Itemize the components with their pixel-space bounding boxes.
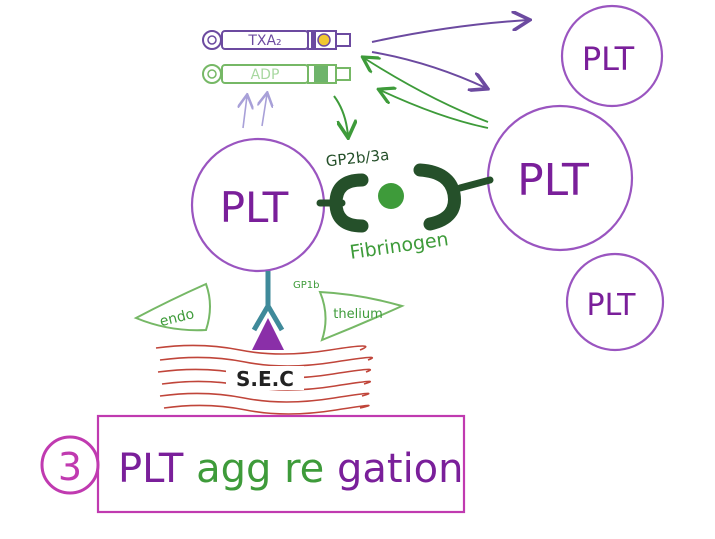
gp1b-label: GP1b (293, 280, 320, 291)
platelet-main-label: PLT (220, 183, 289, 232)
arrow-adp-to-gp2b3a (333, 95, 348, 136)
arrow-txa2-to-right-plt (371, 51, 486, 88)
adp-tube: ADP (202, 64, 351, 84)
endothelium-left: endo (133, 282, 211, 332)
sec-layer: S.E.C (155, 344, 374, 415)
gp2b3a-label: GP2b/3a (325, 146, 390, 171)
fibrinogen-label: Fibrinogen (348, 228, 450, 264)
step-three-caption: 3 PLT agg re gation (40, 414, 466, 514)
step-caption: PLT agg re gation (118, 446, 464, 492)
gp1b-receptor: GP1b (251, 271, 320, 350)
endothelium-right-label: thelium (333, 307, 382, 322)
step-number: 3 (58, 445, 82, 489)
step-box (96, 414, 466, 514)
platelet-bottom-right-circle (565, 252, 665, 352)
endothelium-left-label: endo (158, 306, 196, 330)
endothelium-right: thelium (318, 290, 405, 342)
endothelium-left-shape (133, 282, 211, 332)
sec-label: S.E.C (236, 367, 294, 391)
fibrinogen-bridge: GP2b/3a Fibrinogen (316, 146, 494, 264)
txa2-yellow-mark (317, 33, 331, 47)
sec-label-backdrop (226, 366, 304, 390)
arrow-plt-up-2 (262, 94, 267, 127)
gp2b3a-left-receptor (329, 173, 369, 233)
txa2-tube: TXA₂ (202, 30, 351, 50)
platelet-right-big-label: PLT (517, 155, 589, 206)
adp-tube-cap (202, 64, 222, 84)
step-word-gation: gation (337, 446, 464, 492)
arrow-right-plt-to-adp (380, 90, 489, 129)
step-word-plt: PLT (118, 446, 184, 492)
step-word-agg: agg (196, 446, 271, 492)
arrow-plt-up-1 (243, 96, 247, 129)
platelet-top-right: PLT (560, 4, 664, 108)
fibrinogen-ball (378, 183, 404, 209)
platelet-bottom-right: PLT (565, 252, 665, 352)
gp2b3a-right-stalk (456, 176, 494, 192)
gp2b3a-right-receptor (413, 163, 461, 231)
gp1b-arms (251, 303, 285, 332)
step-word-re: re (284, 446, 324, 492)
vwf-triangle (252, 318, 284, 350)
arrow-right-plt-to-txa2 (364, 58, 489, 123)
platelet-top-right-circle (560, 4, 664, 108)
platelet-right-big: PLT (486, 104, 634, 252)
arrow-txa2-to-top-plt (371, 20, 528, 43)
endothelium-right-shape (318, 290, 405, 342)
platelet-top-right-label: PLT (582, 40, 635, 78)
adp-label: ADP (251, 67, 280, 83)
txa2-tube-cap (202, 30, 222, 50)
platelet-bottom-right-label: PLT (587, 288, 637, 323)
txa2-label: TXA₂ (247, 33, 281, 49)
adp-green-mark (314, 66, 328, 82)
platelet-main: PLT (190, 137, 326, 273)
